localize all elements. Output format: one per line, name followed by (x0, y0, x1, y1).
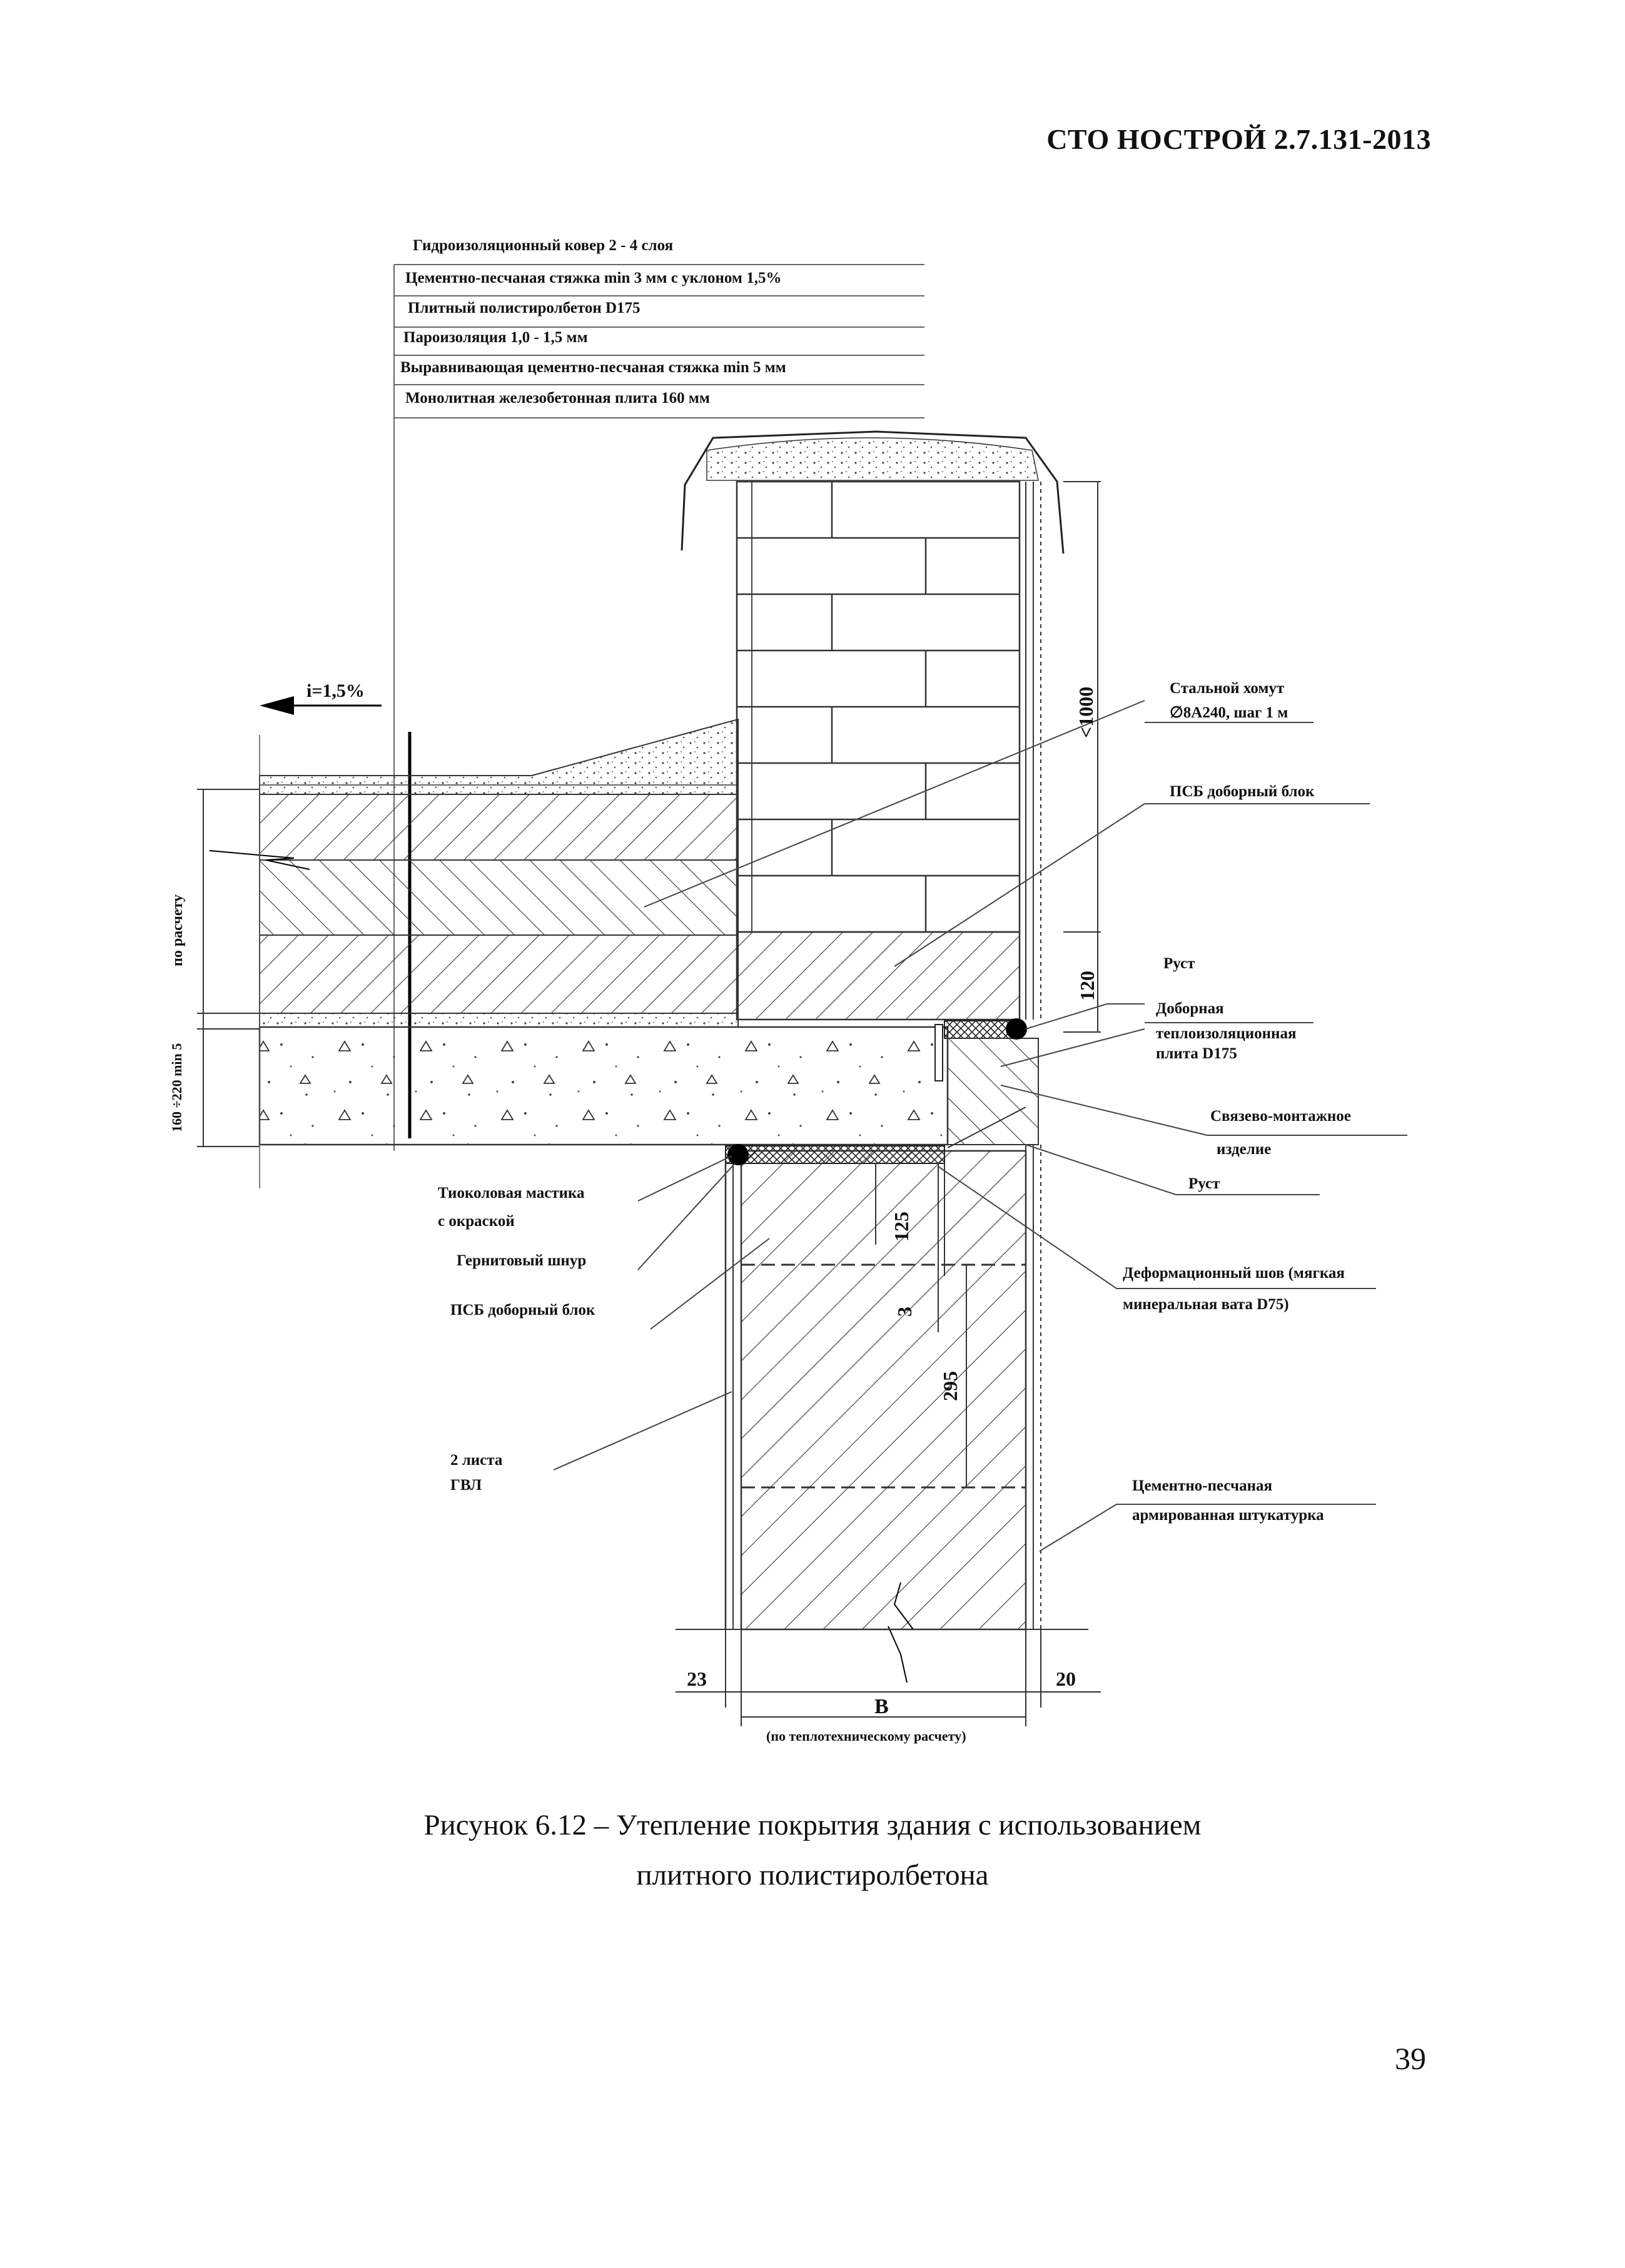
slope-label: i=1,5% (306, 681, 365, 701)
figure-caption-line1: Рисунок 6.12 – Утепление покрытия здания… (423, 1809, 1202, 1841)
callout-thiokol: Тиоколовая мастика (438, 1185, 585, 1202)
dim-b-note: (по теплотехническому расчету) (766, 1728, 966, 1744)
dim-120: 120 (1076, 971, 1098, 1001)
elastic-seal-top (944, 1020, 1017, 1039)
callout-extra-insulation-3: плита D175 (1156, 1045, 1237, 1062)
document-code: СТО НОСТРОЙ 2.7.131-2013 (1046, 123, 1431, 155)
callout-gvl-2: ГВЛ (450, 1477, 482, 1494)
parapet-cap (681, 430, 1065, 554)
callout-plaster: Цементно-песчаная (1132, 1477, 1273, 1494)
brick-parapet (736, 480, 1041, 1020)
callout-psb-block-right: ПСБ доборный блок (1170, 783, 1315, 800)
callout-connector: Связево-монтажное (1210, 1108, 1351, 1125)
dim-125: 125 (890, 1212, 913, 1242)
page-number: 39 (1395, 2041, 1426, 2076)
callout-steel-clamp: Стальной хомут (1170, 680, 1285, 697)
callout-gernite-cord: Гернитовый шнур (457, 1252, 587, 1269)
deformation-seam (947, 1106, 1026, 1148)
callout-thiokol-2: с окраской (438, 1213, 515, 1230)
dim-23: 23 (687, 1668, 707, 1690)
slope-arrow (260, 696, 382, 715)
dim-b: B (874, 1695, 889, 1718)
lower-wall (676, 1145, 1088, 1683)
parapet-beam (736, 931, 1021, 1021)
dim-slab-range: 160 ÷220 min 5 (169, 1043, 185, 1132)
dim-20: 20 (1056, 1668, 1076, 1690)
dim-lt1000: <1000 (1075, 686, 1097, 738)
callout-psb-block-left: ПСБ доборный блок (450, 1302, 595, 1319)
layer-label-rc-slab: Монолитная железобетонная плита 160 мм (405, 390, 710, 407)
callout-extra-insulation: Доборная (1156, 1000, 1224, 1017)
leader-lines (553, 700, 1407, 1552)
callout-rust-bottom: Руст (1188, 1175, 1220, 1192)
dim-295: 295 (939, 1371, 961, 1401)
callout-extra-insulation-2: теплоизоляционная (1156, 1025, 1297, 1042)
callout-connector-2: изделие (1217, 1141, 1272, 1158)
layer-label-screed: Цементно-песчаная стяжка min 3 мм с укло… (405, 270, 782, 286)
callout-plaster-2: армированная штукатурка (1132, 1507, 1324, 1524)
connector-piece (934, 1024, 943, 1081)
layer-label-waterproofing: Гидроизоляционный ковер 2 - 4 слоя (413, 237, 674, 254)
layer-label-leveling-screed: Выравнивающая цементно-песчаная стяжка m… (400, 359, 786, 376)
dimension-lines (197, 481, 1101, 1726)
dim-3: 3 (893, 1307, 916, 1317)
callout-gvl: 2 листа (450, 1452, 503, 1469)
rust-marker-bottom (727, 1144, 749, 1165)
figure-caption-line2: плитного полистиролбетона (636, 1859, 989, 1891)
layer-label-vapor-barrier: Пароизоляция 1,0 - 1,5 мм (403, 329, 588, 346)
roof-layers (209, 718, 949, 1188)
extra-insulation-plate (947, 1038, 1039, 1145)
callout-rust-top: Руст (1163, 955, 1195, 972)
callout-steel-clamp-spec: ∅8А240, шаг 1 м (1170, 704, 1288, 721)
dim-by-calc: по расчету (170, 894, 186, 966)
layer-label-polystyrene-concrete: Плитный полистиролбетон D175 (408, 300, 640, 316)
callout-deformation-joint-2: минеральная вата D75) (1123, 1296, 1289, 1313)
rust-marker-top (1006, 1018, 1027, 1040)
callout-deformation-joint: Деформационный шов (мягкая (1123, 1265, 1345, 1282)
